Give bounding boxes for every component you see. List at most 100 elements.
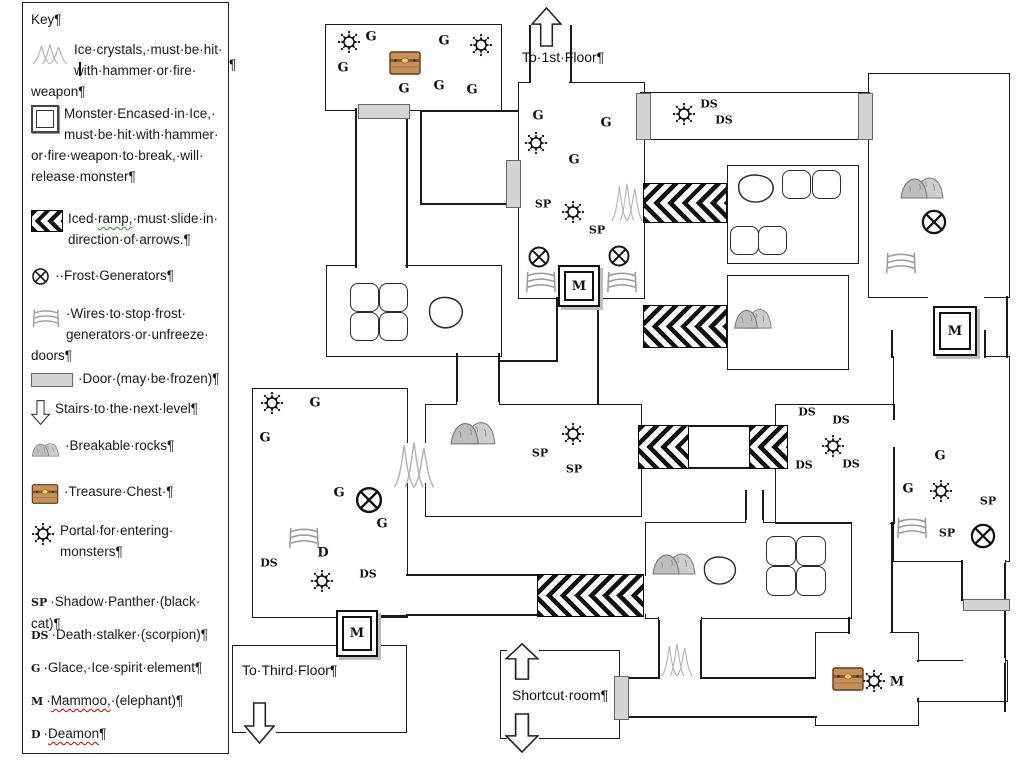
ice-crystals-icon <box>392 434 436 490</box>
portal-icon <box>337 30 361 54</box>
legend-item-death-stalker: DS·​​Death·​​stalker·​​(scorpion)¶ <box>31 627 209 642</box>
legend-item-mammoo: M·​​Mammoo,·​​(elephant)¶ <box>31 693 184 708</box>
room-treasure-top-left <box>325 24 502 111</box>
monster-letter-g: G <box>600 115 612 131</box>
label-shortcut-room: Shortcut·​​room¶ <box>512 687 609 703</box>
ice-block-square <box>812 170 841 199</box>
ice-block-blob <box>427 294 465 330</box>
ice-block-square <box>782 170 811 199</box>
legend-item-deamon: D·​​Deamon¶ <box>31 726 107 741</box>
legend-item-ice-crystals: Ice·​​crystals,·​​must·​​be·​​hit·​​with… <box>31 42 223 99</box>
room-left-large <box>252 388 408 618</box>
frost-generator-icon <box>354 485 384 515</box>
door <box>506 160 521 208</box>
monster-encased-in-ice: M <box>558 265 600 307</box>
monster-letter-ds: DS <box>715 113 733 127</box>
label-to-1st-floor: To·​​1st·​​Floor¶ <box>522 49 605 65</box>
ice-block-square <box>766 536 796 566</box>
room-to-third-floor <box>232 645 407 733</box>
monster-letter-d: D <box>317 545 329 561</box>
ice-block-square <box>379 312 408 341</box>
text-cursor <box>79 62 81 76</box>
legend-item-door: ·​​Door·​​(may·​​be·​​frozen)¶ <box>31 368 223 389</box>
monster-letter-g: G <box>433 78 445 94</box>
ice-block-blob <box>736 172 776 204</box>
room-rocks-middle <box>727 275 849 370</box>
door <box>358 104 410 119</box>
monster-letter-g: G <box>532 108 544 124</box>
iced-ramp <box>638 425 689 469</box>
stray-pilcrow: ¶ <box>229 57 237 72</box>
wires-icon <box>605 268 639 295</box>
ice-block-square <box>766 566 796 596</box>
monster-letter-g: G <box>376 516 388 532</box>
monster-letter-g: G <box>337 60 349 76</box>
ice-crystals-icon <box>660 638 694 678</box>
door <box>636 93 651 140</box>
breakable-rocks-icon <box>899 170 945 200</box>
portal-icon <box>524 131 548 155</box>
breakable-rocks-icon <box>449 414 497 446</box>
monster-letter-m: M <box>889 674 905 690</box>
portal-icon <box>929 479 953 503</box>
breakable-rocks-icon <box>651 546 697 576</box>
ice-block-square <box>796 536 826 566</box>
iced-ramp-icon <box>31 210 63 232</box>
legend-title: Key¶ <box>31 12 62 27</box>
monster-letter-g: G <box>466 82 478 98</box>
iced-ramp <box>643 305 727 348</box>
ice-block-square <box>350 283 379 312</box>
legend-item-glace: G·​​Glace,·​​Ice·​​spirit·​​element¶ <box>31 660 203 675</box>
stairs-up-arrow <box>505 643 539 680</box>
ice-block-square <box>379 283 408 312</box>
monster-letter-sp: SP <box>531 446 549 460</box>
monster-letter-g: G <box>568 152 580 168</box>
monster-letter-g: G <box>902 481 914 497</box>
monster-letter-ds: DS <box>798 405 816 419</box>
monster-letter-sp: SP <box>979 494 997 508</box>
ice-block-square <box>350 312 379 341</box>
monster-letter-g: G <box>934 448 946 464</box>
portal-icon <box>561 200 585 224</box>
room-four-blocks-left <box>326 265 502 357</box>
monster-letter-ds: DS <box>795 458 813 472</box>
stairs-up-arrow <box>531 7 562 47</box>
monster-encased-in-ice: M <box>336 610 378 657</box>
breakable-rocks-icon <box>733 302 773 330</box>
wires-icon <box>524 268 558 295</box>
portal-icon <box>561 422 585 446</box>
monster-letter-ds: DS <box>842 457 860 471</box>
monster-encased-icon <box>31 105 59 133</box>
door <box>963 599 1010 611</box>
wires-icon <box>895 514 929 541</box>
door-icon <box>31 373 73 387</box>
legend-item-treasure-chest: ·​​Treasure·​​Chest·​​¶ <box>31 481 223 513</box>
monster-letter-g: G <box>333 485 345 501</box>
legend-item-frost-generators: ·​​·​​Frost·​​Generators¶ <box>31 265 223 294</box>
portal-icon <box>260 391 284 415</box>
legend-item-shadow-panther: SP·​​Shadow·​​Panther·​​(black·​​cat)¶ <box>31 594 201 631</box>
legend-item-monster-encased: Monster·​​Encased·​​in·​​Ice,·​​must·​​b… <box>31 105 219 184</box>
legend-item-portal: Portal·​​for·​​entering·​​monsters¶ <box>31 520 223 562</box>
portal-icon <box>469 33 493 57</box>
monster-letter-g: G <box>365 29 377 45</box>
frost-generator-icon <box>527 245 551 269</box>
portal-icon <box>862 669 886 693</box>
monster-letter-ds: DS <box>700 97 718 111</box>
legend-item-breakable-rocks: ·​​Breakable·​​rocks¶ <box>31 435 223 467</box>
wires-icon <box>884 249 918 276</box>
ice-block-square <box>796 566 826 596</box>
iced-ramp <box>643 183 727 223</box>
legend-item-stairs: Stairs·​​to·​​the·​​next·​​level¶ <box>31 398 223 433</box>
monster-letter-g: G <box>398 81 410 97</box>
frost-generator-icon <box>969 522 997 550</box>
iced-ramp <box>537 574 644 617</box>
door <box>858 93 873 140</box>
monster-letter-sp: SP <box>588 223 606 237</box>
ice-crystals-icon <box>610 177 644 223</box>
monster-letter-g: G <box>259 430 271 446</box>
wires-icon <box>287 524 321 551</box>
frost-generator-icon <box>607 244 631 268</box>
